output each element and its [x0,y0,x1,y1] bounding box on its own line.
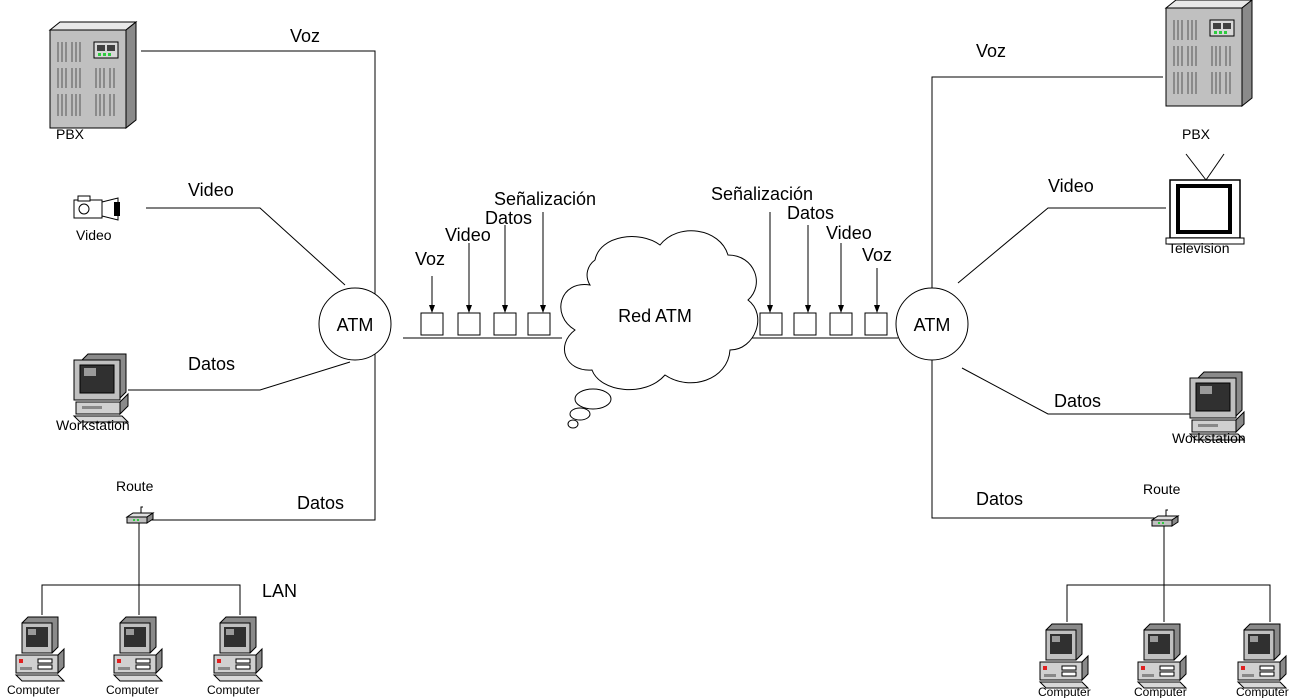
computer-icon-right-2 [1137,623,1187,689]
computer-label-left-2: Computer [106,683,159,697]
pbx-label-left: PBX [56,126,85,142]
computer-icon-right-1 [1039,623,1089,689]
computer-label-right-3: Computer [1236,685,1289,698]
cell-left-video [457,312,481,336]
cell-voz-label-right: Voz [862,245,892,265]
lan-label: LAN [262,581,297,601]
cell-right-senal [759,312,783,336]
television-label: Television [1168,240,1229,256]
cell-video-label-left: Video [445,225,491,245]
computer-label-right-2: Computer [1134,685,1187,698]
computer-icon-right-3 [1237,623,1287,689]
video-device-label-left: Video [76,227,112,243]
right-connection-lines [747,76,1271,622]
datos-lan-label-left: Datos [297,493,344,513]
computer-icon-left-2 [113,616,163,682]
atm-label-left: ATM [337,315,374,335]
workstation-label-right: Workstation [1172,430,1246,446]
atm-network-cloud [560,230,759,429]
cell-left-voz [420,312,444,336]
video-label-left: Video [188,180,234,200]
workstation-label-left: Workstation [56,417,130,433]
cell-right-datos [793,312,817,336]
computer-label-left-3: Computer [207,683,260,697]
voz-label-right: Voz [976,41,1006,61]
cells-right [759,212,888,336]
television-icon [1165,153,1245,245]
workstation-icon-left [73,353,129,423]
cells-left [420,212,551,336]
cell-senalizacion-label-left: Señalización [494,189,596,209]
cell-voz-label-left: Voz [415,249,445,269]
cloud-label: Red ATM [618,306,692,326]
pbx-icon-right [1165,0,1253,107]
cell-video-label-right: Video [826,223,872,243]
computer-label-left-1: Computer [7,683,60,697]
pbx-label-right: PBX [1182,126,1211,142]
left-connection-lines [41,50,562,615]
pbx-icon-left [49,21,137,129]
cell-right-voz [864,312,888,336]
video-label-right: Video [1048,176,1094,196]
datos-lan-label-right: Datos [976,489,1023,509]
cell-left-senal [527,312,551,336]
router-icon-right [1151,509,1179,527]
cell-datos-label-right: Datos [787,203,834,223]
datos-label-right: Datos [1054,391,1101,411]
cell-right-video [829,312,853,336]
cell-left-datos [493,312,517,336]
computer-icon-left-3 [213,616,263,682]
cell-datos-label-left: Datos [485,208,532,228]
cell-senalizacion-label-right: Señalización [711,184,813,204]
router-label-right: Route [1143,481,1181,497]
router-label-left: Route [116,478,154,494]
atm-switch-right [895,287,969,361]
video-camera-icon [73,195,120,221]
atm-label-right: ATM [914,315,951,335]
datos-label-left: Datos [188,354,235,374]
voz-label-left: Voz [290,26,320,46]
atm-switch-left [318,287,392,361]
router-icon-left [126,506,154,524]
computer-icon-left-1 [15,616,65,682]
computer-label-right-1: Computer [1038,685,1091,698]
